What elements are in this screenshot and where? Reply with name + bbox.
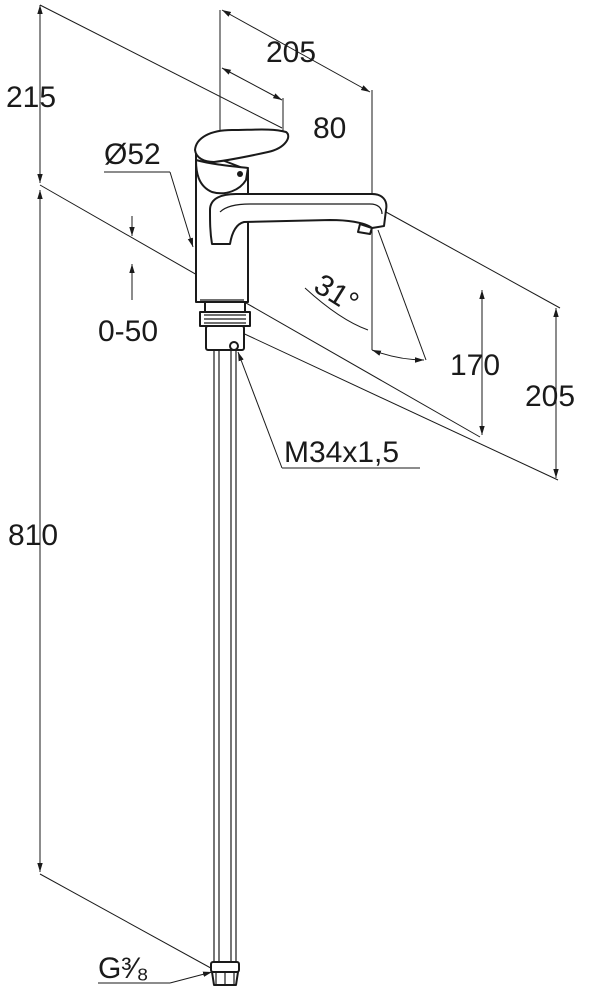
hose-connection-group: G³⁄₈	[98, 952, 213, 985]
dimension-205-top-label: 205	[266, 36, 316, 69]
dimension-205-right-label: 205	[525, 380, 575, 413]
diameter-label: Ø52	[104, 138, 161, 171]
supply-hoses	[213, 350, 237, 965]
thread-group: M34x1,5	[237, 351, 420, 469]
bottom-thread-extension	[235, 329, 559, 481]
angle-leader-arc	[304, 287, 369, 331]
thread-label: M34x1,5	[284, 436, 399, 469]
dimension-215-group: 215	[6, 4, 283, 183]
angle-group: 31°	[304, 229, 427, 363]
dimension-170-label: 170	[450, 349, 500, 382]
dimension-215-label: 215	[6, 81, 56, 114]
hose-fitting	[210, 961, 240, 986]
dimension-80-group: 80	[221, 67, 346, 145]
diameter-leader	[169, 171, 194, 248]
angle-label: 31°	[308, 268, 364, 320]
hose-connection-leader	[169, 971, 213, 984]
lever-handle	[194, 128, 290, 163]
faucet	[194, 128, 388, 986]
deck-extension-line	[39, 184, 481, 438]
deck-thickness-label: 0-50	[98, 315, 158, 348]
dimension-810-label: 810	[8, 519, 58, 552]
diameter-group: Ø52	[104, 138, 194, 248]
hose-connection-label: G³⁄₈	[98, 952, 149, 985]
dimension-80-line	[221, 67, 283, 101]
spout	[209, 193, 388, 245]
bottom-extension-line	[39, 873, 219, 973]
thread-leader	[237, 351, 283, 469]
dimension-80-label: 80	[313, 112, 346, 145]
dimension-205-top-line	[221, 9, 371, 93]
angle-ray	[377, 229, 427, 361]
dimension-170-group: 170	[385, 211, 561, 435]
deck-thickness-group: 0-50	[98, 216, 158, 348]
mounting-connector	[199, 301, 251, 351]
spout-outlet-extension	[385, 211, 561, 309]
dimension-810-group: 810	[8, 184, 481, 973]
extension-line-top	[39, 4, 283, 129]
dimension-205-right-group: 205	[235, 308, 575, 481]
angle-arc	[371, 349, 425, 363]
